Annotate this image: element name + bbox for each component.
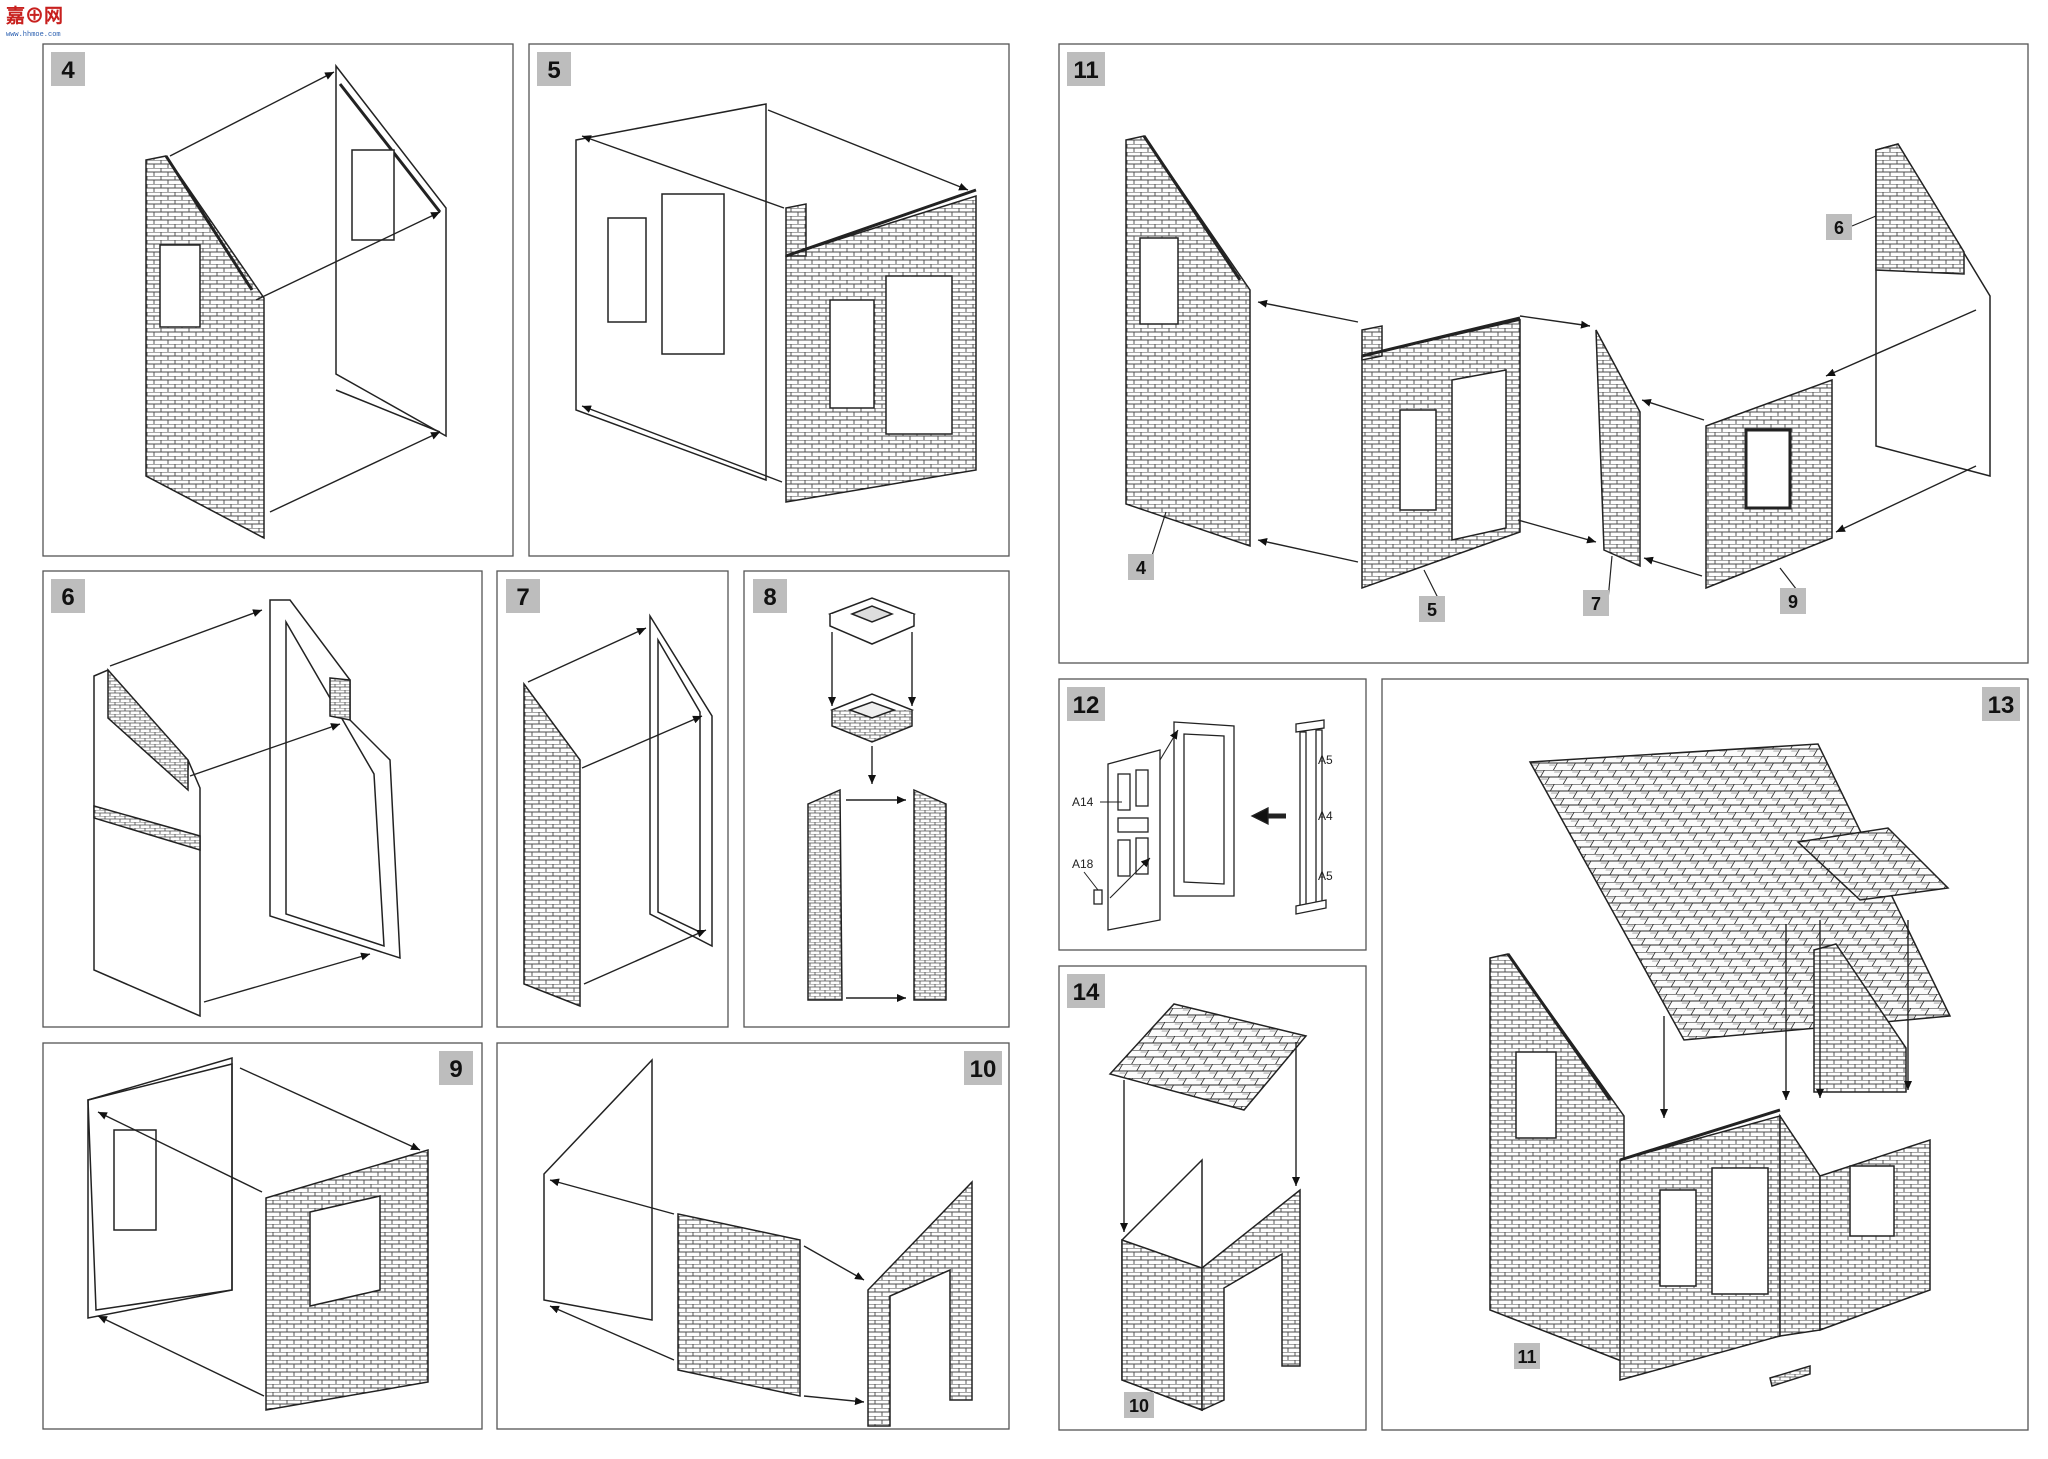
step-6-drawing — [93, 599, 401, 1018]
step-badge-4: 4 — [51, 52, 85, 86]
step-12-labels: A14 A18 A5 A4 A5 — [1072, 753, 1333, 891]
step-number: 13 — [1988, 692, 2015, 719]
step-number: 14 — [1073, 979, 1100, 1006]
step-number: 4 — [61, 57, 75, 84]
panel-step-10 — [496, 1042, 1010, 1430]
step-number: 11 — [1073, 57, 1098, 84]
step-4-drawing — [145, 63, 447, 540]
part-label-5: 5 — [1419, 596, 1445, 622]
step-13-drawing — [1489, 743, 1952, 1387]
step-badge-12: 12 — [1067, 687, 1105, 721]
part-label-9: 9 — [1780, 588, 1806, 614]
step-badge-7: 7 — [506, 579, 540, 613]
logo-subtext: www.hhmoe.com — [6, 31, 61, 39]
part-label-6: 6 — [1826, 214, 1852, 240]
step-badge-14: 14 — [1067, 974, 1105, 1008]
svg-text:7: 7 — [1591, 594, 1601, 614]
panel-step-11 — [1058, 43, 2029, 664]
step-badge-8: 8 — [753, 579, 787, 613]
panel-step-14 — [1058, 965, 1367, 1431]
step-number: 12 — [1073, 692, 1100, 719]
step-badge-5: 5 — [537, 52, 571, 86]
step-9-drawing — [87, 1057, 429, 1411]
site-logo: 嘉⊕网 www.hhmoe.com — [5, 5, 63, 39]
svg-text:11: 11 — [1517, 1347, 1536, 1367]
step-badge-9: 9 — [439, 1051, 473, 1085]
part-label-11: 11 — [1514, 1343, 1540, 1369]
panel-step-6 — [42, 570, 483, 1028]
step-11-drawing — [1125, 135, 1991, 611]
step-number: 8 — [763, 584, 776, 611]
step-number: 10 — [970, 1056, 997, 1083]
step-number: 9 — [449, 1056, 462, 1083]
step-10-drawing — [543, 1058, 973, 1427]
step-7-drawing — [523, 613, 713, 1008]
part-label-4: 4 — [1128, 554, 1154, 580]
svg-text:6: 6 — [1834, 218, 1844, 238]
panel-step-7 — [496, 570, 729, 1028]
step-5-drawing — [575, 103, 977, 503]
step-badge-6: 6 — [51, 579, 85, 613]
part-label-a18: A18 — [1072, 857, 1094, 871]
part-label-a14: A14 — [1072, 795, 1094, 809]
panel-step-4 — [42, 43, 514, 557]
step-badge-11: 11 — [1067, 52, 1105, 86]
panel-step-12 — [1058, 678, 1367, 951]
step-14-drawing — [1108, 1003, 1308, 1412]
step-badge-10: 10 — [964, 1051, 1002, 1085]
panel-step-13 — [1381, 678, 2029, 1431]
part-label-a4: A4 — [1318, 809, 1333, 823]
svg-text:4: 4 — [1136, 558, 1146, 578]
step-11-part-labels: 4 5 7 9 6 — [1128, 214, 1852, 622]
panel-step-9 — [42, 1042, 483, 1430]
step-12-drawing — [1093, 719, 1327, 931]
part-label-a5-top: A5 — [1318, 753, 1333, 767]
svg-text:5: 5 — [1427, 600, 1437, 620]
svg-text:10: 10 — [1129, 1396, 1149, 1416]
step-badge-13: 13 — [1982, 687, 2020, 721]
step-8-drawing — [807, 597, 947, 1002]
step-number: 7 — [516, 584, 529, 611]
part-label-10: 10 — [1124, 1392, 1154, 1418]
part-label-7: 7 — [1583, 590, 1609, 616]
logo-text: 嘉⊕网 — [5, 5, 63, 27]
panel-step-8 — [743, 570, 1010, 1028]
step-number: 5 — [547, 57, 560, 84]
step-number: 6 — [61, 584, 74, 611]
svg-text:9: 9 — [1788, 592, 1798, 612]
panel-step-5 — [528, 43, 1010, 557]
part-label-a5-bottom: A5 — [1318, 869, 1333, 883]
